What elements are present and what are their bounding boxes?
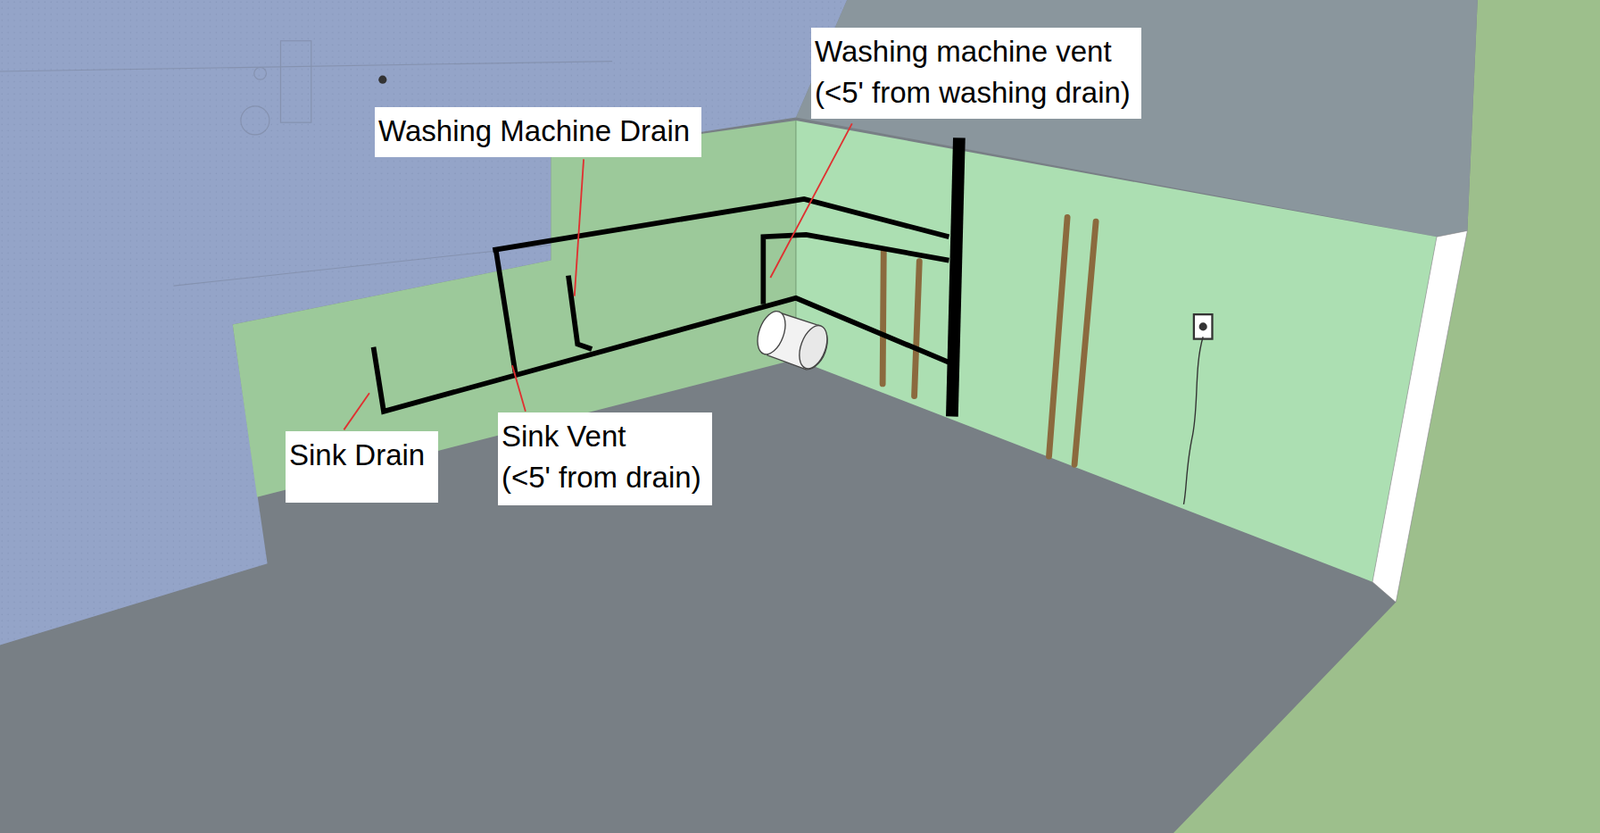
pipes — [373, 198, 950, 412]
duct-cylinder — [752, 306, 833, 373]
wall-end — [1372, 230, 1468, 602]
faint-sketch — [0, 41, 613, 286]
callout-box: Sink Vent (<5' from drain) — [497, 412, 713, 506]
right-wall — [795, 120, 1437, 582]
callout-text: Washing Machine Drain — [378, 110, 693, 152]
outlet-face — [1199, 322, 1208, 331]
blue-wall — [0, 0, 847, 646]
callout-text: Washing machine vent (<5' from washing d… — [814, 31, 1133, 113]
wall-texture — [0, 0, 847, 646]
wall-dot — [378, 75, 387, 84]
callout-box: Washing machine vent (<5' from washing d… — [811, 27, 1142, 119]
leader-lines — [343, 123, 852, 430]
callout-text: Sink Drain — [289, 434, 428, 476]
cord — [1183, 336, 1203, 505]
vent-stack — [952, 137, 960, 416]
outlet — [1193, 314, 1213, 339]
callout-text: Sink Vent (<5' from drain) — [501, 415, 704, 498]
callout-box: Washing Machine Drain — [374, 107, 702, 158]
callout-box: Sink Drain — [285, 431, 439, 503]
